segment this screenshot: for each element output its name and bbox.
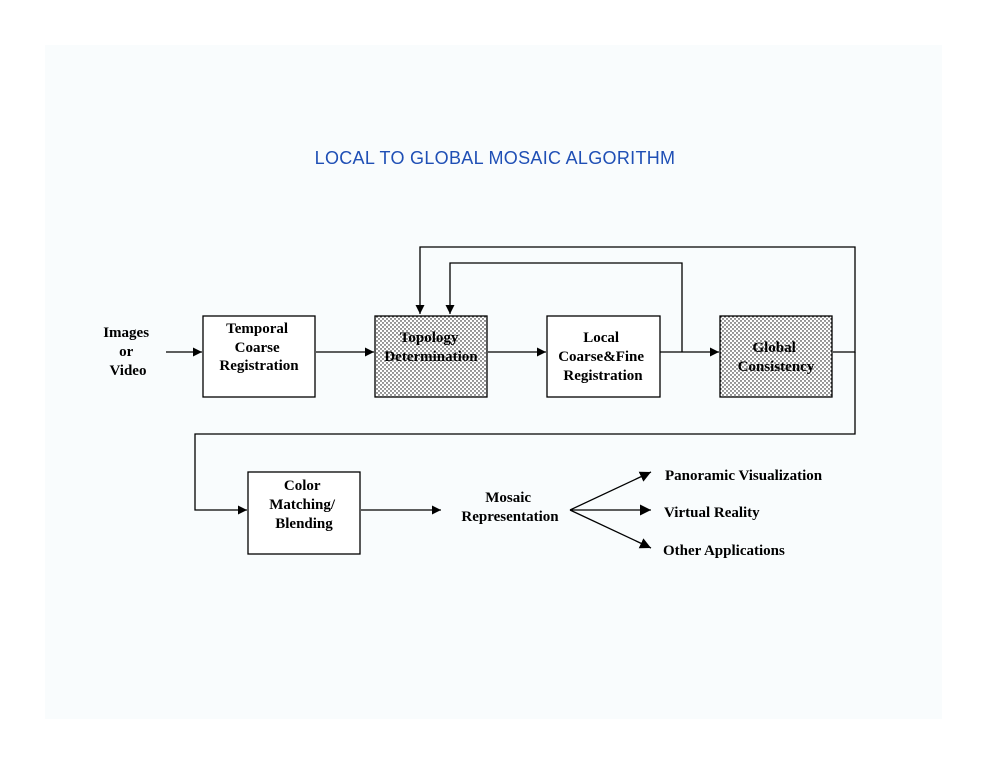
- global-consistency-label: Global Consistency: [738, 340, 815, 375]
- global-consistency-box: [719, 315, 833, 398]
- temporal-coarse-registration-box: [202, 315, 316, 398]
- color-matching-blending-label: Color Matching/ Blending: [269, 478, 339, 532]
- mosaic-representation-label: Mosaic Representation: [461, 490, 559, 525]
- edge-global-to-color: [194, 352, 856, 515]
- diagram-title: LOCAL TO GLOBAL MOSAIC ALGORITHM: [314, 148, 676, 168]
- edge-local-feedback-to-topology: [445, 262, 683, 352]
- output-panoramic-visualization: Panoramic Visualization: [665, 468, 823, 484]
- topology-determination-box: [374, 315, 488, 398]
- edge-mosaic-to-panoramic: [569, 471, 652, 511]
- output-other-applications: Other Applications: [663, 543, 785, 559]
- temporal-coarse-registration-label: Temporal Coarse Registration: [219, 321, 299, 374]
- topology-determination-label: Topology Determination: [384, 330, 478, 365]
- input-label: Images or Video: [103, 325, 153, 379]
- edge-mosaic-to-other-apps: [569, 509, 652, 549]
- local-coarse-fine-registration-label: Local Coarse&Fine Registration: [558, 330, 648, 384]
- output-virtual-reality: Virtual Reality: [664, 505, 760, 521]
- color-matching-blending-box: [247, 471, 361, 555]
- local-coarse-fine-registration-box: [546, 315, 661, 398]
- edge-global-feedback-to-topology: [415, 246, 856, 353]
